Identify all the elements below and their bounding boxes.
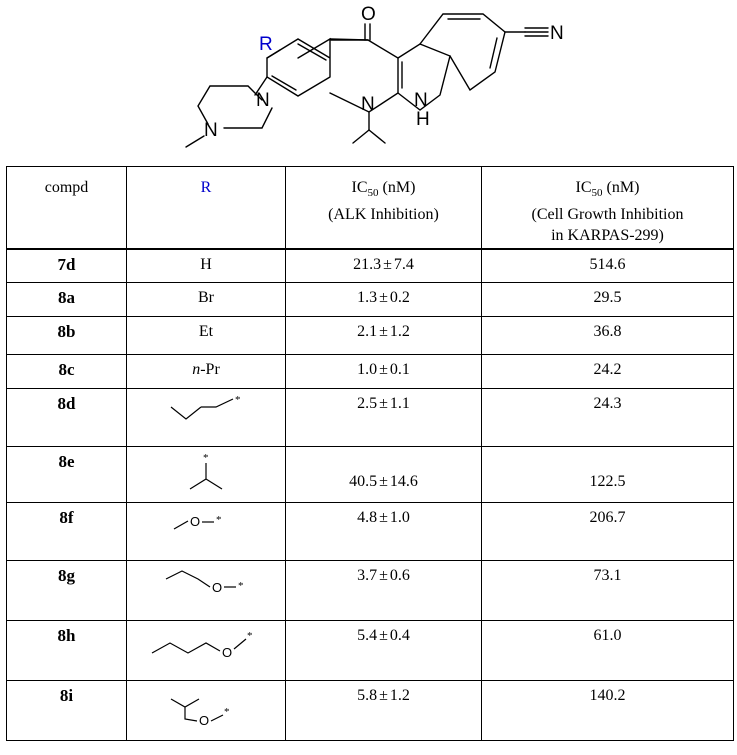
cell-ic50-alk: 2.5±1.1 [285, 388, 482, 447]
svg-text:*: * [235, 395, 241, 406]
svg-text:O: O [190, 514, 200, 529]
cell-ic50-alk: 3.7±0.6 [285, 560, 482, 621]
atom-N-piperazine4: N [204, 120, 218, 141]
cell-compd: 8e [6, 446, 127, 503]
svg-text:O: O [222, 645, 232, 660]
cell-ic50-alk: 4.8±1.0 [285, 502, 482, 561]
cell-ic50-cell: 73.1 [481, 560, 734, 621]
cell-R: n-Pr [126, 354, 286, 389]
chemical-structure: R O N N N N N H [185, 4, 564, 148]
cell-compd: 8i [6, 680, 127, 741]
cell-ic50-cell: 206.7 [481, 502, 734, 561]
svg-text:*: * [216, 514, 222, 526]
svg-text:*: * [203, 453, 209, 464]
atom-N-ring: N [361, 94, 375, 115]
ic50-table: compd R IC50 (nM) (ALK Inhibition) IC50 … [6, 166, 734, 741]
cell-ic50-alk: 40.5±14.6 [285, 446, 482, 503]
cell-ic50-cell: 61.0 [481, 620, 734, 681]
cell-compd: 7d [6, 247, 127, 283]
svg-text:*: * [247, 630, 253, 642]
cell-R: * [126, 446, 286, 503]
cell-compd: 8b [6, 316, 127, 355]
cell-ic50-alk: 5.8±1.2 [285, 680, 482, 741]
cell-R: O* [126, 620, 286, 681]
cell-ic50-cell: 24.2 [481, 354, 734, 389]
atom-NH-N: N [414, 90, 428, 111]
cell-ic50-alk: 21.3±7.4 [285, 247, 482, 283]
atom-R: R [259, 34, 273, 55]
cell-R: Et [126, 316, 286, 355]
atom-NH-H: H [416, 109, 430, 130]
cell-R: Br [126, 282, 286, 317]
cell-compd: 8g [6, 560, 127, 621]
cell-compd: 8c [6, 354, 127, 389]
header-compd: compd [6, 166, 127, 249]
cell-ic50-cell: 24.3 [481, 388, 734, 447]
header-R: R [126, 166, 286, 249]
atom-N-piperazine1: N [256, 90, 270, 111]
cell-ic50-alk: 5.4±0.4 [285, 620, 482, 681]
atom-O: O [361, 4, 376, 25]
svg-text:O: O [212, 580, 222, 595]
cell-compd: 8h [6, 620, 127, 681]
cell-ic50-alk: 2.1±1.2 [285, 316, 482, 355]
header-ic50-cell: IC50 (nM) (Cell Growth Inhibition in KAR… [481, 166, 734, 249]
svg-text:*: * [238, 580, 244, 592]
cell-ic50-cell: 514.6 [481, 247, 734, 283]
cell-R: * [126, 388, 286, 447]
cell-ic50-cell: 36.8 [481, 316, 734, 355]
cell-R: O* [126, 502, 286, 561]
cell-R: O* [126, 560, 286, 621]
cell-ic50-cell: 140.2 [481, 680, 734, 741]
svg-text:O: O [199, 713, 209, 727]
cell-compd: 8a [6, 282, 127, 317]
cell-ic50-cell: 122.5 [481, 446, 734, 503]
header-row: compd R IC50 (nM) (ALK Inhibition) IC50 … [6, 166, 734, 249]
bond [266, 37, 331, 97]
cell-R: O* [126, 680, 286, 741]
cell-ic50-alk: 1.0±0.1 [285, 354, 482, 389]
atom-N-nitrile: N [550, 23, 564, 44]
cell-compd: 8d [6, 388, 127, 447]
cell-ic50-cell: 29.5 [481, 282, 734, 317]
svg-text:*: * [224, 706, 230, 718]
cell-compd: 8f [6, 502, 127, 561]
cell-R: H [126, 247, 286, 283]
header-ic50-alk: IC50 (nM) (ALK Inhibition) [285, 166, 482, 249]
cell-ic50-alk: 1.3±0.2 [285, 282, 482, 317]
